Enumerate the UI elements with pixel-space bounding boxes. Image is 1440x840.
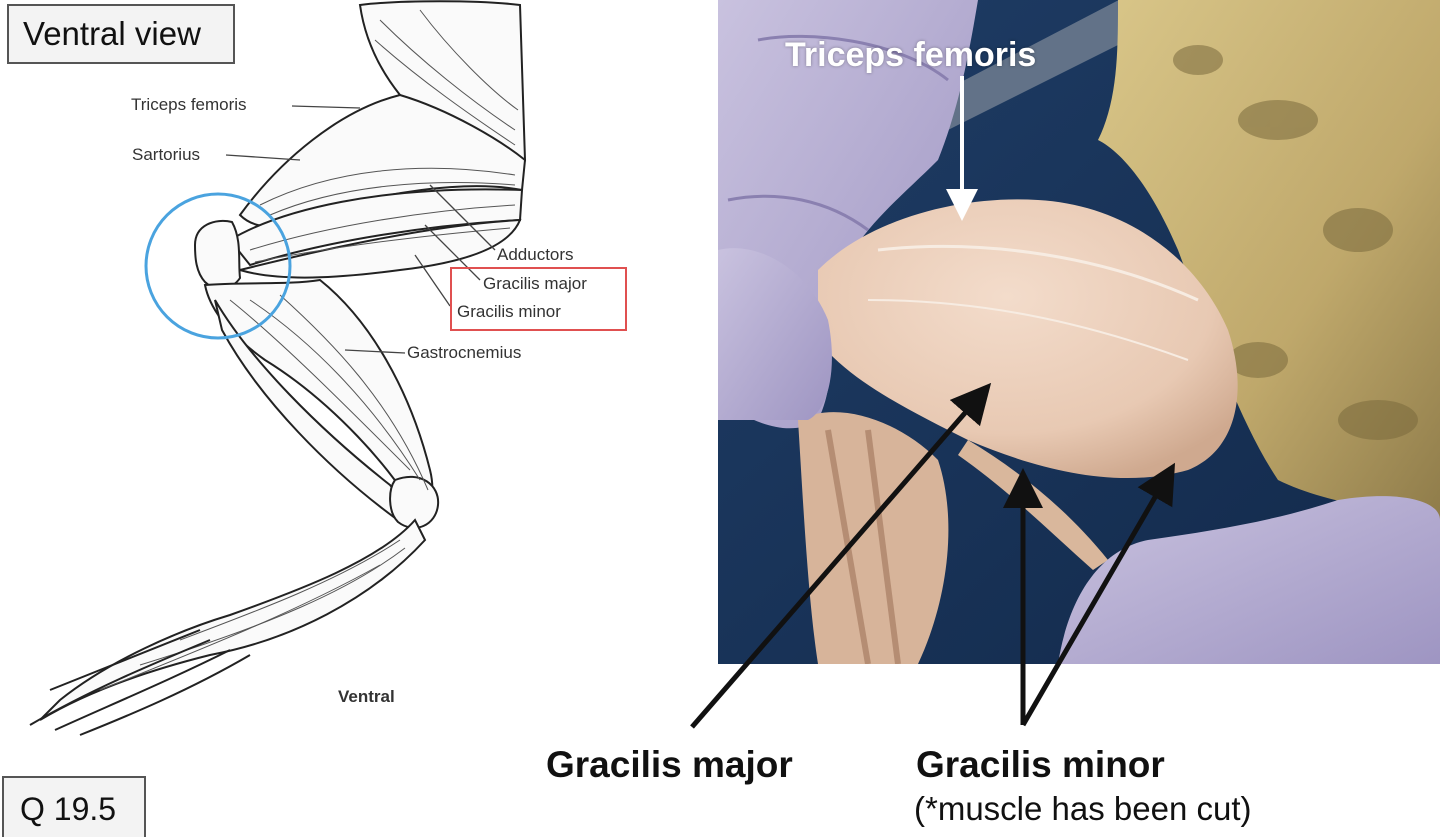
ankle-joint bbox=[389, 475, 440, 529]
gracilis-muscle bbox=[236, 218, 522, 279]
label-ventral: Ventral bbox=[338, 687, 395, 706]
photo-label-triceps-femoris: Triceps femoris bbox=[785, 36, 1037, 74]
label-gracilis-minor: Gracilis minor bbox=[457, 302, 561, 321]
label-adductors: Adductors bbox=[497, 245, 574, 264]
sartorius-muscle bbox=[228, 188, 524, 267]
label-triceps-femoris: Triceps femoris bbox=[131, 95, 247, 114]
view-label: Ventral view bbox=[7, 4, 235, 64]
label-sartorius: Sartorius bbox=[132, 145, 201, 164]
leg-muscle-diagram bbox=[29, 0, 627, 736]
label-gastrocnemius: Gastrocnemius bbox=[407, 343, 522, 362]
photo-label-gracilis-major: Gracilis major bbox=[546, 744, 793, 785]
question-label: Q 19.5 bbox=[2, 776, 146, 837]
gracilis-highlight-box bbox=[450, 267, 627, 331]
dissection-photo bbox=[718, 0, 1440, 664]
knee-joint bbox=[193, 220, 242, 290]
frog-skin bbox=[1098, 0, 1440, 520]
photo-cut-note: (*muscle has been cut) bbox=[914, 790, 1252, 827]
label-gracilis-major: Gracilis major bbox=[483, 274, 587, 293]
photo-label-gracilis-minor: Gracilis minor bbox=[916, 744, 1165, 785]
knee-highlight-circle bbox=[144, 192, 292, 340]
